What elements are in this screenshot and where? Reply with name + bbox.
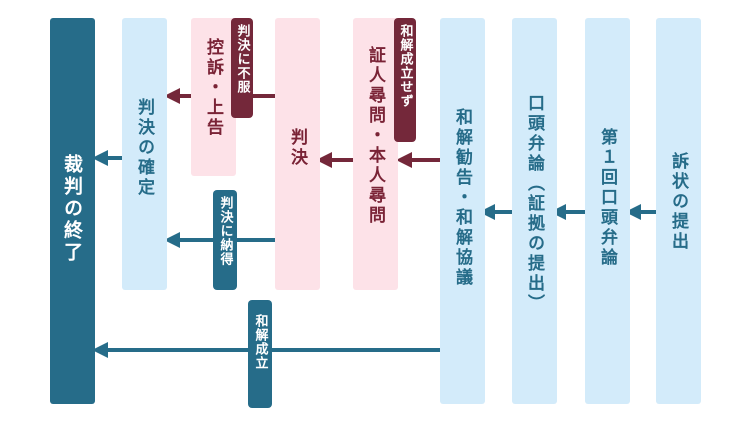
step-wakai-label: 和解勧告・和解協議	[452, 108, 472, 288]
step-kotoben: 口頭弁論（証拠の提出）	[512, 18, 557, 404]
step-kakutei: 判決の確定	[122, 18, 167, 290]
step-koso: 控訴・上告	[191, 18, 236, 176]
tag-hanketsu-fufuku: 判決に不服	[231, 18, 253, 118]
tag-hanketsu-nattoku: 判決に納得	[213, 190, 237, 290]
step-wakai: 和解勧告・和解協議	[440, 18, 485, 404]
tag-hanketsu-nattoku-label: 判決に納得	[217, 196, 233, 266]
tag-wakai-fusei-label: 和解成立せず	[397, 24, 413, 108]
step-sojo: 訴状の提出	[656, 18, 701, 404]
step-kotoben-label: 口頭弁論（証拠の提出）	[524, 94, 544, 314]
step-kakutei-label: 判決の確定	[134, 98, 154, 198]
step-shuryo: 裁判の終了	[50, 18, 95, 404]
step-jinmon: 証人尋問・本人尋問	[353, 18, 398, 290]
tag-hanketsu-fufuku-label: 判決に不服	[234, 24, 250, 94]
step-hanketsu: 判決	[275, 18, 320, 290]
tag-wakai-seiritsu-label: 和解成立	[252, 314, 268, 370]
step-sojo-label: 訴状の提出	[668, 152, 688, 252]
tag-wakai-fusei: 和解成立せず	[394, 18, 416, 142]
step-hanketsu-label: 判決	[287, 128, 307, 168]
step-koso-label: 控訴・上告	[203, 38, 223, 138]
step-shuryo-label: 裁判の終了	[61, 154, 83, 264]
step-dai1: 第１回口頭弁論	[585, 18, 630, 404]
step-jinmon-label: 証人尋問・本人尋問	[365, 46, 385, 226]
step-dai1-label: 第１回口頭弁論	[597, 128, 617, 268]
tag-wakai-seiritsu: 和解成立	[248, 300, 272, 408]
